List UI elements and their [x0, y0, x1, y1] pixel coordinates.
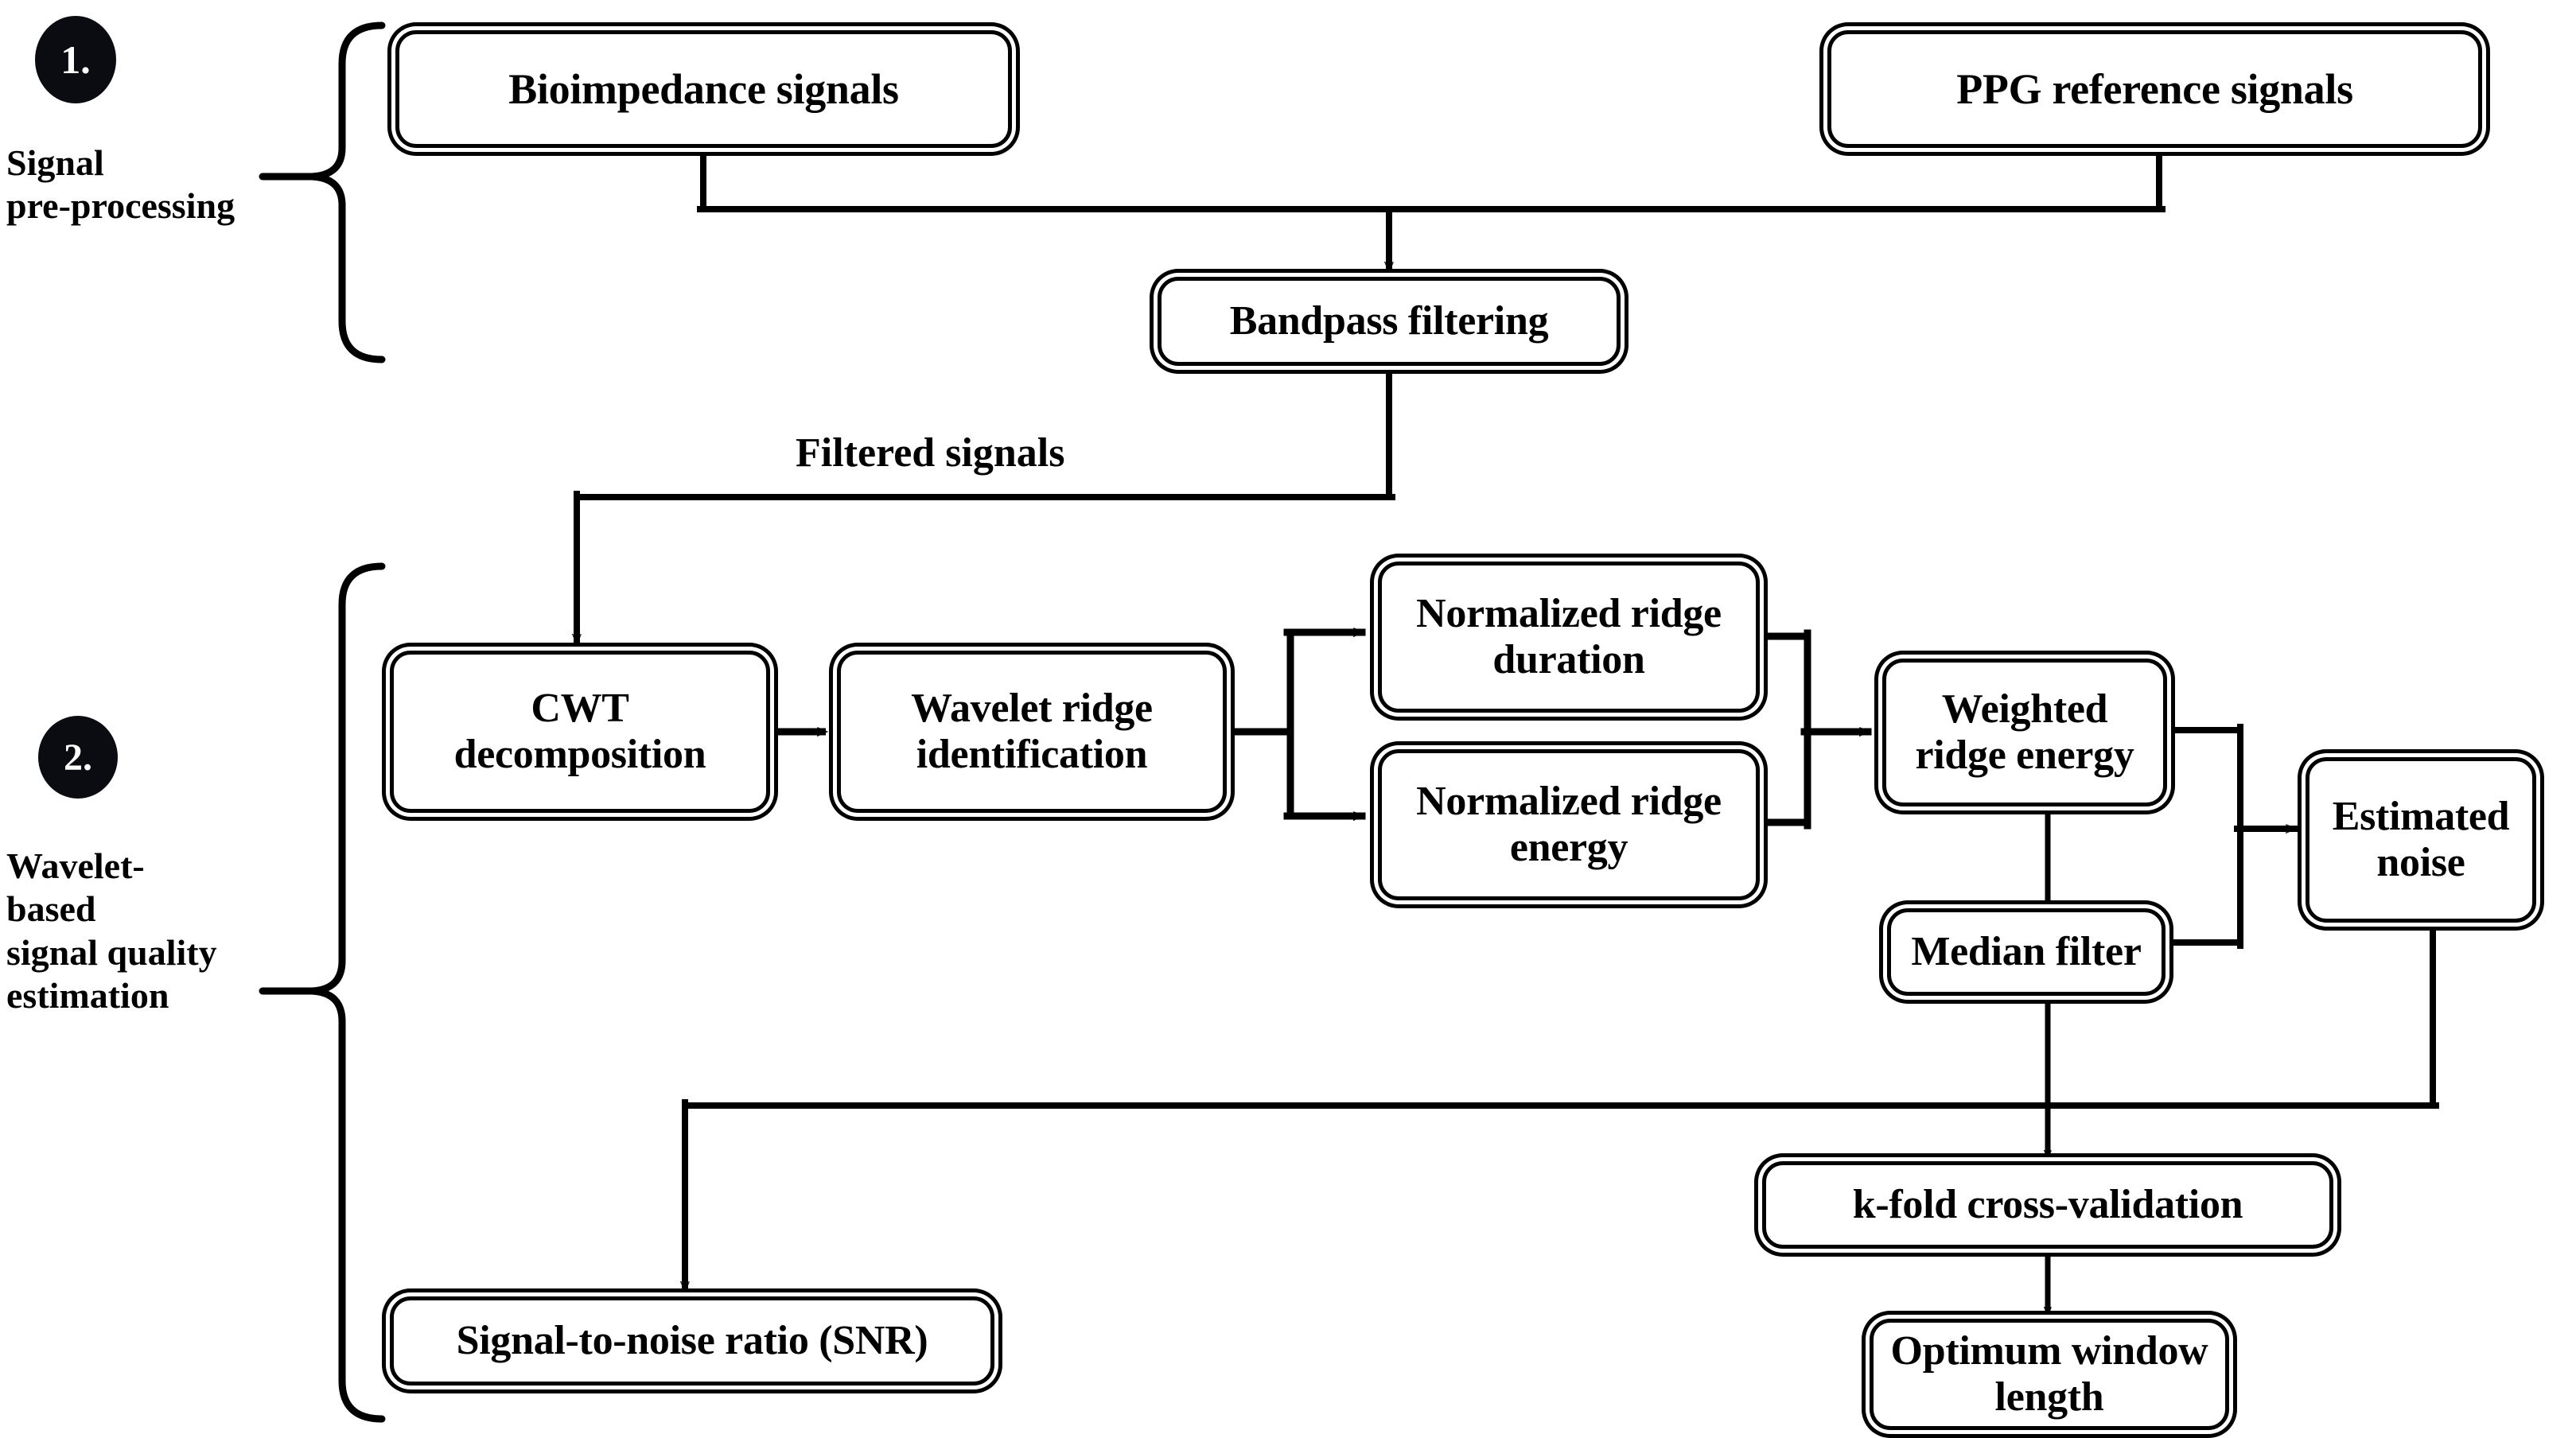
edge-sources-to-bandpass: [697, 145, 2165, 274]
node-normalized-ridge-duration[interactable]: Normalized ridge duration: [1378, 562, 1760, 713]
stage-2-brace: [259, 562, 386, 1423]
node-weighted-ridge-energy[interactable]: Weighted ridge energy: [1882, 659, 2167, 806]
node-k-fold-cross-validation[interactable]: k-fold cross-validation: [1762, 1161, 2333, 1249]
node-normalized-ridge-energy[interactable]: Normalized ridge energy: [1378, 749, 1760, 900]
edge-to-estimated-noise: [2166, 724, 2298, 949]
edge-bandpass-to-cwt: [577, 363, 1395, 646]
node-wavelet-ridge-identification[interactable]: Wavelet ridge identification: [837, 651, 1227, 813]
node-label: Median filter: [1911, 928, 2142, 974]
stage-label-2: Wavelet- based signal quality estimation: [6, 845, 217, 1016]
node-label: Bandpass filtering: [1229, 297, 1549, 344]
edge-ridge-split: [1226, 632, 1366, 816]
node-label: k-fold cross-validation: [1852, 1181, 2243, 1227]
node-bioimpedance-signals[interactable]: Bioimpedance signals: [395, 30, 1012, 148]
stage-badge-2: 2.: [38, 716, 118, 799]
node-label: PPG reference signals: [1956, 64, 2353, 113]
node-label: Optimum window length: [1890, 1327, 2208, 1420]
node-label: Normalized ridge duration: [1416, 590, 1722, 682]
node-median-filter[interactable]: Median filter: [1887, 908, 2165, 996]
node-label: Weighted ridge energy: [1915, 686, 2134, 778]
stage-badge-1: 1.: [35, 16, 116, 103]
node-label: Estimated noise: [2332, 793, 2510, 885]
node-signal-to-noise-ratio[interactable]: Signal-to-noise ratio (SNR): [390, 1296, 994, 1386]
node-estimated-noise[interactable]: Estimated noise: [2306, 757, 2536, 923]
edge-label-filtered-signals: Filtered signals: [796, 430, 1065, 476]
node-label: Normalized ridge energy: [1416, 778, 1722, 870]
edge-normalized-merge: [1758, 629, 1872, 830]
node-label: Wavelet ridge identification: [911, 685, 1153, 777]
stage-1-brace: [259, 21, 386, 363]
node-label: Bioimpedance signals: [508, 64, 899, 113]
edge-noise-to-snr: [685, 919, 2439, 1293]
node-bandpass-filtering[interactable]: Bandpass filtering: [1158, 277, 1621, 366]
node-label: Signal-to-noise ratio (SNR): [456, 1317, 928, 1363]
stage-label-1: Signal pre-processing: [6, 142, 235, 227]
node-optimum-window-length[interactable]: Optimum window length: [1870, 1319, 2229, 1430]
node-cwt-decomposition[interactable]: CWT decomposition: [390, 651, 770, 813]
node-ppg-reference-signals[interactable]: PPG reference signals: [1827, 30, 2482, 148]
node-label: CWT decomposition: [453, 685, 706, 777]
